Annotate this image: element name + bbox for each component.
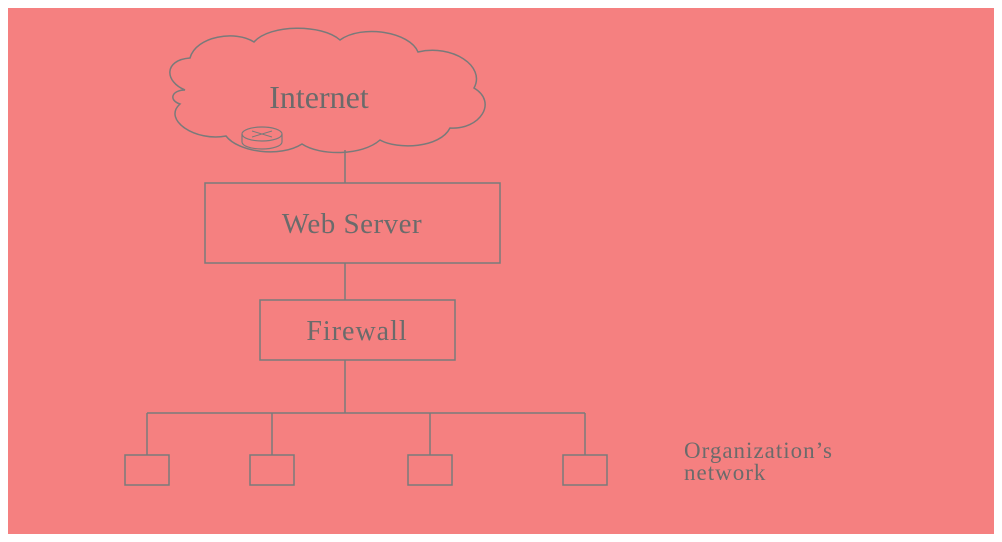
network-computer-node bbox=[249, 454, 295, 486]
network-computer-node bbox=[124, 454, 170, 486]
firewall-node: Firewall bbox=[259, 299, 456, 361]
web-server-node: Web Server bbox=[204, 182, 501, 264]
internet-cloud: Internet bbox=[169, 27, 486, 154]
network-computer-node bbox=[407, 454, 453, 486]
cloud-shape-icon bbox=[169, 27, 486, 154]
firewall-label: Firewall bbox=[306, 316, 407, 347]
network-label: Organization’s network bbox=[684, 438, 840, 485]
network-computer-node bbox=[562, 454, 608, 486]
firewall-box bbox=[259, 299, 456, 361]
network-label-line1: Organization’s bbox=[684, 438, 833, 463]
organization-network bbox=[124, 412, 608, 486]
web-server-label: Web Server bbox=[282, 208, 422, 240]
web-server-box bbox=[204, 182, 501, 264]
network-nodes bbox=[124, 413, 608, 486]
network-label-line2: network bbox=[684, 460, 766, 485]
internet-label: Internet bbox=[269, 79, 369, 115]
router-icon bbox=[241, 126, 283, 150]
